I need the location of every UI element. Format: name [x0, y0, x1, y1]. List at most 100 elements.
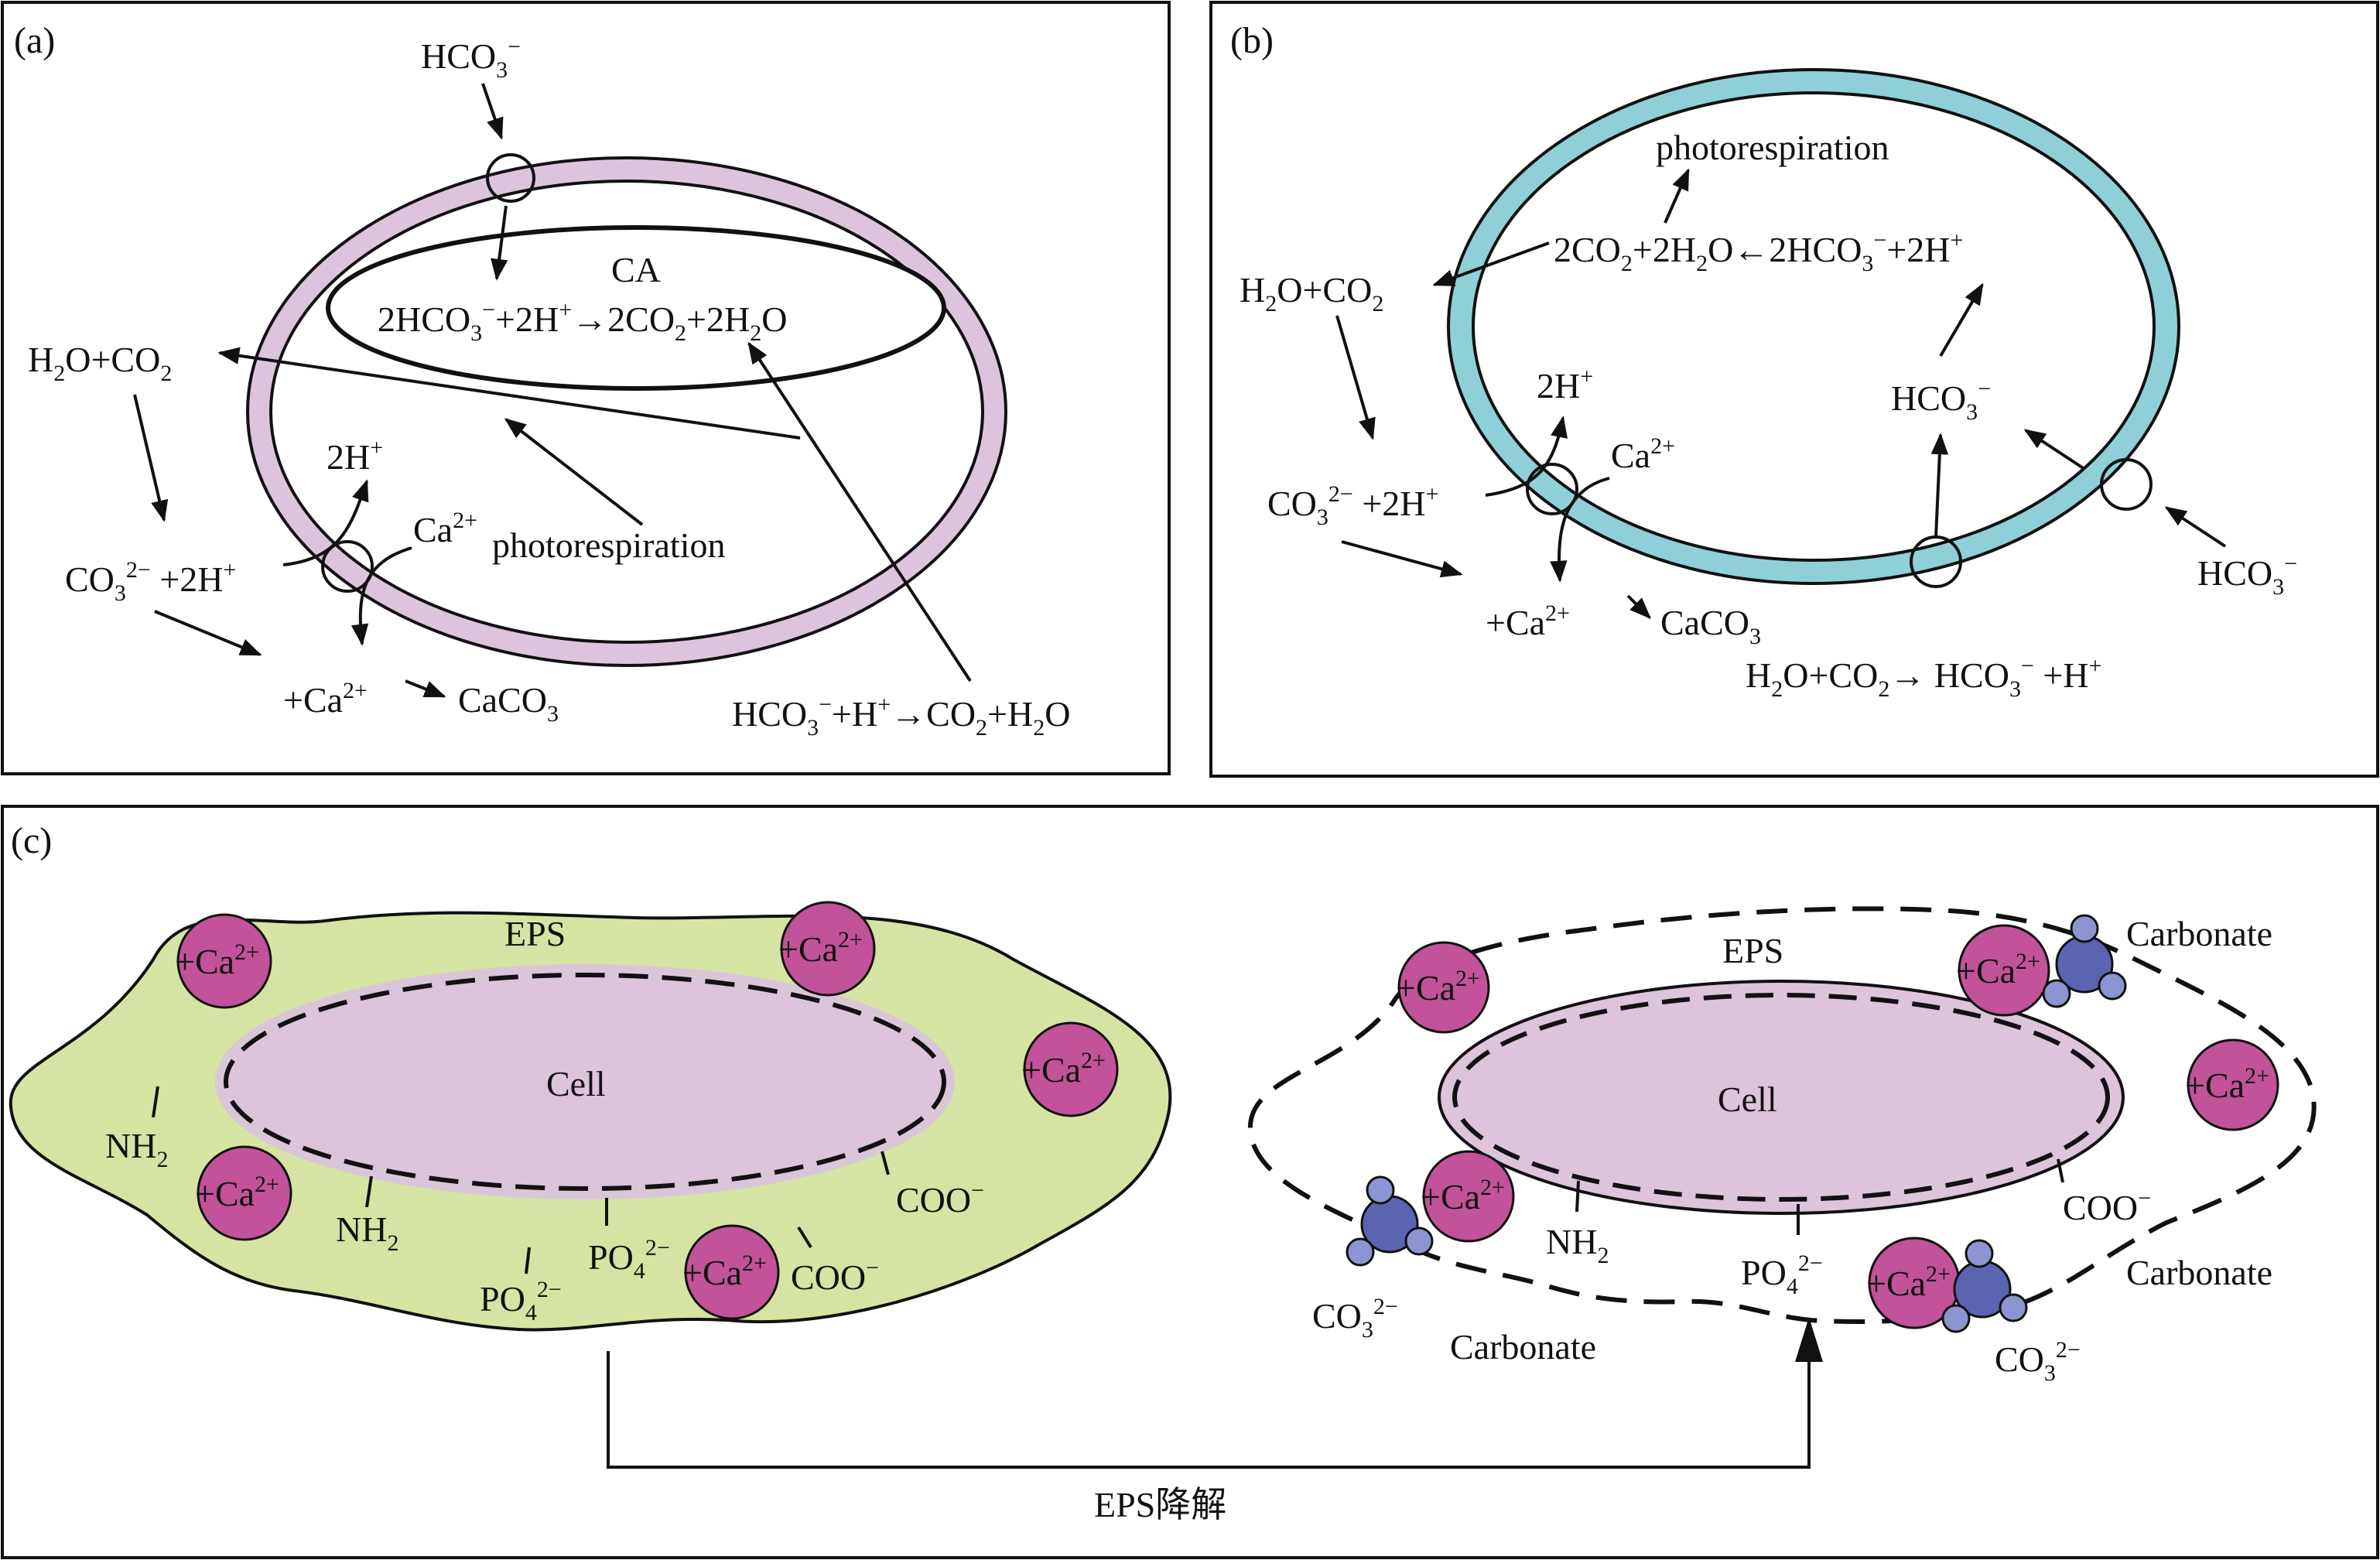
ca-ion-left-2: +Ca2+	[778, 901, 876, 997]
eps-degradation-arrowhead	[1795, 1317, 1823, 1362]
arrow-photorespiration	[504, 418, 644, 526]
carboxysome-reaction: 2HCO3−+2H+→2CO2+2H2O	[378, 297, 787, 346]
transporter-circle-left-b	[1526, 463, 1578, 515]
eps-degradation-label: EPS降解	[1094, 1485, 1226, 1524]
eps-label-right: EPS	[1722, 931, 1783, 970]
co3-2h-label: CO32− +2H+	[65, 557, 236, 606]
coo-tick-right	[2057, 1158, 2064, 1183]
cell-label-left: Cell	[546, 1064, 606, 1103]
carbonate-molecule-3	[1941, 1239, 2028, 1333]
ca-ion-label-b: Ca2+	[1611, 433, 1675, 475]
ca-ion-right-2: +Ca2+	[1956, 924, 2050, 1017]
transporter-circle-left	[321, 540, 374, 593]
panel-b-frame	[1209, 1, 2379, 778]
svg-text:+Ca2+: +Ca2+	[1421, 1175, 1505, 1216]
coo-tick-2	[797, 1226, 812, 1249]
arrow-transport-up-b	[1930, 433, 1949, 538]
arrow-co2-out	[217, 347, 801, 440]
coo-label-2: COO−	[791, 1255, 879, 1297]
carbonate-molecule-1	[2042, 914, 2127, 1008]
eps-label-left: EPS	[504, 914, 566, 953]
plus-ca-label-b: +Ca2+	[1486, 600, 1570, 642]
cell-label-right: Cell	[1718, 1079, 1777, 1119]
arrow-co3-to-ca	[154, 610, 262, 656]
po4-label-right: PO42−	[1741, 1250, 1823, 1299]
panel-a-label: (a)	[14, 20, 55, 61]
carbonate-molecule-2	[1346, 1175, 1434, 1267]
curve-ca-in	[351, 546, 412, 646]
two-h-label: 2H+	[327, 435, 383, 477]
ca-ion-right-5: +Ca2+	[1866, 1237, 1961, 1329]
curve-ca-in-b	[1550, 477, 1610, 583]
po4-tick-2	[525, 1247, 531, 1274]
panel-b: (b) photorespiration 2CO2+2H2O←2HCO3−+2H…	[1209, 1, 2379, 778]
svg-text:+Ca2+: +Ca2+	[1396, 966, 1480, 1008]
transporter-circle-top	[486, 153, 535, 203]
carbonate-label-1: Carbonate	[2126, 914, 2272, 953]
svg-text:+Ca2+: +Ca2+	[682, 1250, 767, 1292]
co3-2h-label-b: CO32− +2H+	[1267, 481, 1438, 530]
svg-text:+Ca2+: +Ca2+	[778, 927, 863, 969]
carbonate-label-2: Carbonate	[2126, 1253, 2272, 1292]
coo-label-right: COO−	[2063, 1185, 2151, 1227]
arrow-h2o-to-co3	[133, 394, 169, 522]
ca-label: CA	[611, 250, 661, 289]
eps-dashed-outline-right	[1247, 906, 2317, 1324]
panel-c-frame	[1, 805, 2379, 1559]
carboxysome-ellipse	[326, 225, 946, 391]
arrow-co3-to-ca-b	[1341, 540, 1463, 578]
ca-ion-left-3: +Ca2+	[1021, 1021, 1119, 1117]
transporter-circle-right-b	[2100, 458, 2153, 511]
coo-label-1: COO−	[896, 1178, 984, 1220]
panel-b-label: (b)	[1230, 20, 1274, 61]
panel-c: (c) Cell EPS NH2 NH2 PO42− PO42− COO− CO…	[1, 805, 2379, 1559]
nh2-tick-1	[152, 1086, 159, 1118]
two-h-label-b: 2H+	[1537, 364, 1593, 405]
h2o-co2-label-b: H2O+CO2	[1240, 270, 1383, 316]
plus-ca-label: +Ca2+	[283, 678, 368, 720]
coo-tick-1	[881, 1151, 890, 1175]
svg-text:+Ca2+: +Ca2+	[195, 1172, 279, 1213]
co3-label-right-2: CO32−	[1995, 1337, 2081, 1386]
nh2-tick-right	[1575, 1180, 1580, 1213]
nh2-label-right: NH2	[1546, 1222, 1609, 1268]
eps-degradation-arrow	[607, 1322, 1811, 1469]
arrow-from-bottom-reaction	[747, 341, 972, 682]
nh2-label-1: NH2	[105, 1126, 168, 1172]
svg-text:+Ca2+: +Ca2+	[1021, 1048, 1106, 1090]
panel-a: (a) HCO3− CA 2HCO3−+2H+→2CO2+2H2O H2O+CO…	[1, 1, 1171, 775]
arrow-hco3-in-b	[2164, 506, 2227, 548]
po4-label-1: PO42−	[588, 1235, 670, 1284]
ca-ion-right-3: +Ca2+	[2185, 1038, 2279, 1131]
panel-c-label: (c)	[11, 820, 52, 861]
arrow-to-photorespiration-b	[1664, 168, 1690, 224]
arrow-co2-out-b	[1432, 241, 1550, 286]
arrow-hco3-in	[481, 83, 504, 140]
co3-label-right-1: CO32−	[1312, 1294, 1398, 1343]
ca-ion-left-1: +Ca2+	[175, 913, 272, 1009]
arrow-h2o-to-co3-b	[1335, 315, 1376, 440]
svg-text:+Ca2+: +Ca2+	[2185, 1063, 2269, 1105]
hco3-outer-label-b: HCO3−	[2197, 551, 2297, 600]
hco3-in-label: HCO3−	[421, 34, 521, 83]
h2o-co2-label: H2O+CO2	[28, 340, 172, 386]
cell-right-membrane	[1438, 980, 2125, 1215]
svg-text:+Ca2+: +Ca2+	[175, 939, 259, 981]
cell-left-dashed	[224, 973, 946, 1191]
arrow-into-carboxysome	[491, 205, 508, 281]
svg-text:+Ca2+: +Ca2+	[1866, 1261, 1951, 1303]
arrow-ca-to-caco3	[405, 679, 446, 698]
curve-2h-out	[282, 479, 369, 566]
nh2-label-2: NH2	[336, 1209, 398, 1256]
cell-membrane-inner-b	[1472, 91, 2156, 562]
photorespiration-label-b: photorespiration	[1656, 128, 1889, 167]
ca-ion-right-4: +Ca2+	[1421, 1150, 1515, 1243]
ca-ion-right-1: +Ca2+	[1396, 941, 1490, 1034]
po4-label-2: PO42−	[480, 1277, 562, 1326]
svg-text:+Ca2+: +Ca2+	[1956, 949, 2040, 990]
ca-ion-left-4: +Ca2+	[195, 1145, 292, 1241]
caco3-label: CaCO3	[458, 680, 559, 727]
bottom-reaction-label-b: H2O+CO2→ HCO3− +H+	[1746, 653, 2101, 702]
caco3-label-b: CaCO3	[1660, 603, 1761, 649]
